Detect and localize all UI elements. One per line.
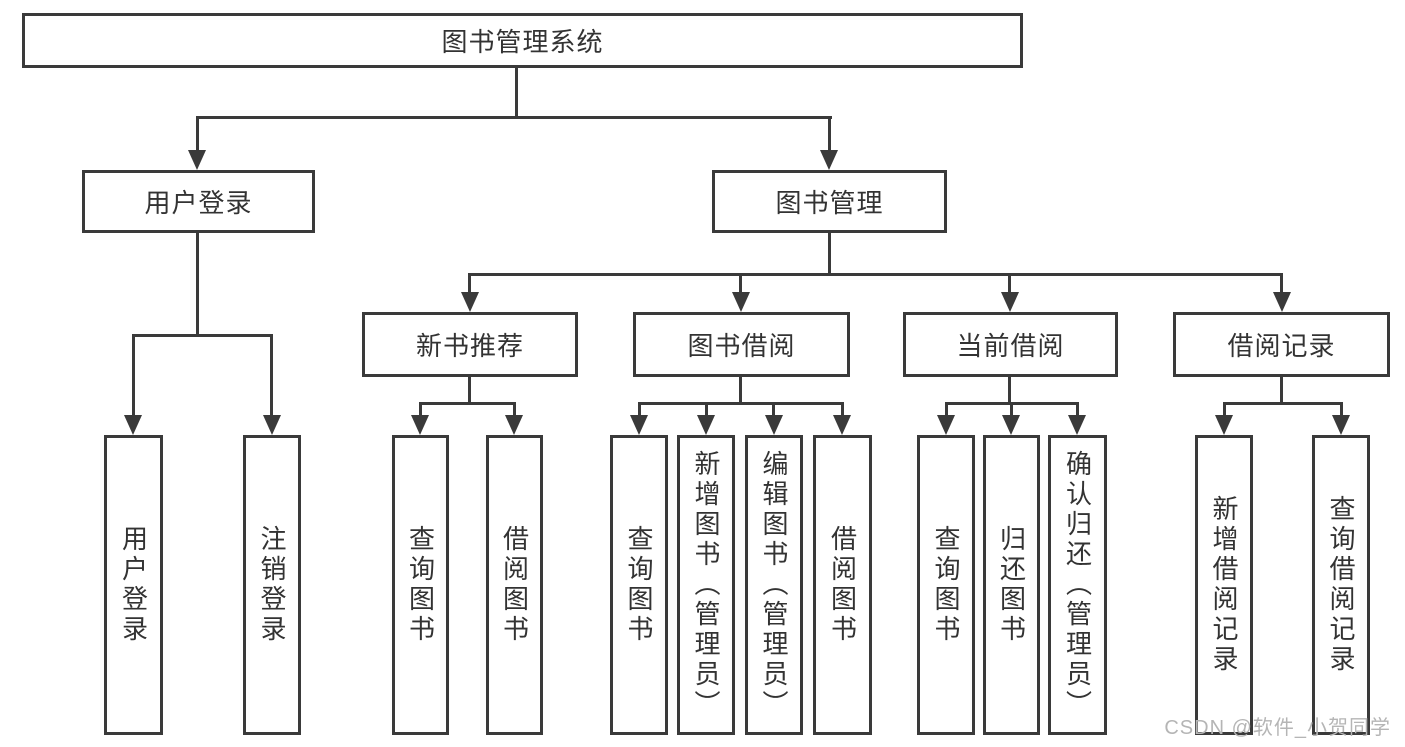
arrow-leaf-c4 bbox=[833, 415, 851, 435]
leaf-cb-confirm-return-admin: 确认归还（管理员） bbox=[1048, 435, 1107, 735]
connector-br-down bbox=[1280, 377, 1283, 404]
node-book-mgmt-label: 图书管理 bbox=[775, 188, 884, 218]
leaf-bb-borrow-books-label: 借阅图书 bbox=[827, 525, 858, 645]
node-book-mgmt: 图书管理 bbox=[712, 170, 947, 233]
arrow-leaf-c1 bbox=[630, 415, 648, 435]
connector-leaf-c1-stem bbox=[638, 402, 641, 417]
leaf-br-query-record-label: 查询借阅记录 bbox=[1326, 495, 1356, 675]
node-user-login-label: 用户登录 bbox=[144, 188, 253, 218]
arrow-leaf-d2 bbox=[1002, 415, 1020, 435]
leaf-br-add-record-label: 新增借阅记录 bbox=[1209, 495, 1239, 675]
leaf-bb-add-books-admin: 新增图书（管理员） bbox=[677, 435, 735, 735]
connector-nbr-branch bbox=[419, 402, 516, 405]
node-book-borrow-label: 图书借阅 bbox=[687, 331, 796, 361]
arrow-new-book-rec bbox=[461, 292, 479, 312]
connector-book-mgmt-stem bbox=[828, 116, 831, 152]
connector-leaf-a2-stem bbox=[270, 334, 273, 417]
node-new-book-rec: 新书推荐 bbox=[362, 312, 578, 377]
connector-leaf-e1-stem bbox=[1223, 402, 1226, 417]
leaf-bb-add-books-admin-label: 新增图书（管理员） bbox=[691, 450, 721, 720]
arrow-book-borrow bbox=[732, 292, 750, 312]
connector-leaf-b2-stem bbox=[513, 402, 516, 417]
leaf-logout-label: 注销登录 bbox=[257, 525, 287, 645]
arrow-leaf-e1 bbox=[1215, 415, 1233, 435]
arrow-leaf-c2 bbox=[697, 415, 715, 435]
connector-user-login-down bbox=[196, 233, 199, 337]
connector-nbr-down bbox=[468, 377, 471, 404]
leaf-nbr-query-books: 查询图书 bbox=[392, 435, 449, 735]
connector-leaf-a1-stem bbox=[132, 334, 135, 417]
leaf-bb-borrow-books: 借阅图书 bbox=[813, 435, 872, 735]
connector-leaf-c2-stem bbox=[705, 402, 708, 417]
leaf-br-query-record: 查询借阅记录 bbox=[1312, 435, 1370, 735]
arrow-leaf-d1 bbox=[937, 415, 955, 435]
arrow-leaf-c3 bbox=[765, 415, 783, 435]
leaf-cb-confirm-return-admin-label: 确认归还（管理员） bbox=[1062, 450, 1093, 720]
leaf-bb-edit-books-admin: 编辑图书（管理员） bbox=[745, 435, 803, 735]
node-user-login: 用户登录 bbox=[82, 170, 315, 233]
leaf-bb-edit-books-admin-label: 编辑图书（管理员） bbox=[759, 450, 789, 720]
connector-book-borrow-stem bbox=[739, 273, 742, 294]
node-borrow-record-label: 借阅记录 bbox=[1227, 331, 1336, 361]
node-current-borrow: 当前借阅 bbox=[903, 312, 1118, 377]
leaf-cb-return-books: 归还图书 bbox=[983, 435, 1040, 735]
connector-current-borrow-stem bbox=[1008, 273, 1011, 294]
connector-leaf-d1-stem bbox=[945, 402, 948, 417]
leaf-bb-query-books: 查询图书 bbox=[610, 435, 668, 735]
node-book-borrow: 图书借阅 bbox=[633, 312, 850, 377]
arrow-leaf-e2 bbox=[1332, 415, 1350, 435]
arrow-current-borrow bbox=[1001, 292, 1019, 312]
leaf-cb-query-books-label: 查询图书 bbox=[931, 525, 961, 645]
node-root: 图书管理系统 bbox=[22, 13, 1023, 68]
node-current-borrow-label: 当前借阅 bbox=[956, 331, 1065, 361]
connector-user-login-stem bbox=[196, 116, 199, 152]
arrow-leaf-a2 bbox=[263, 415, 281, 435]
connector-leaf-c3-stem bbox=[772, 402, 775, 417]
leaf-user-login-label: 用户登录 bbox=[118, 525, 149, 645]
leaf-cb-return-books-label: 归还图书 bbox=[996, 525, 1027, 645]
arrow-user-login bbox=[188, 150, 206, 170]
connector-cb-down bbox=[1008, 377, 1011, 404]
arrow-leaf-b1 bbox=[411, 415, 429, 435]
connector-book-mgmt-branch bbox=[468, 273, 1283, 276]
connector-br-branch bbox=[1223, 402, 1343, 405]
connector-user-login-branch bbox=[132, 334, 273, 337]
connector-leaf-e2-stem bbox=[1340, 402, 1343, 417]
connector-borrow-record-stem bbox=[1280, 273, 1283, 294]
connector-bb-down bbox=[739, 377, 742, 404]
connector-leaf-b1-stem bbox=[419, 402, 422, 417]
leaf-nbr-borrow-books-label: 借阅图书 bbox=[499, 525, 530, 645]
leaf-user-login: 用户登录 bbox=[104, 435, 163, 735]
node-new-book-rec-label: 新书推荐 bbox=[415, 331, 524, 361]
arrow-borrow-record bbox=[1273, 292, 1291, 312]
arrow-leaf-d3 bbox=[1068, 415, 1086, 435]
arrow-leaf-a1 bbox=[124, 415, 142, 435]
connector-root-stem bbox=[515, 68, 518, 118]
connector-book-mgmt-down bbox=[828, 233, 831, 276]
node-borrow-record: 借阅记录 bbox=[1173, 312, 1390, 377]
node-root-label: 图书管理系统 bbox=[441, 27, 604, 57]
leaf-br-add-record: 新增借阅记录 bbox=[1195, 435, 1253, 735]
connector-new-book-rec-stem bbox=[468, 273, 471, 294]
connector-root-branch bbox=[196, 116, 832, 119]
connector-leaf-d3-stem bbox=[1076, 402, 1079, 417]
arrow-book-mgmt bbox=[820, 150, 838, 170]
csdn-watermark: CSDN @软件_小贺同学 bbox=[1164, 717, 1391, 739]
leaf-nbr-query-books-label: 查询图书 bbox=[405, 525, 436, 645]
connector-bb-branch bbox=[638, 402, 844, 405]
leaf-logout: 注销登录 bbox=[243, 435, 301, 735]
leaf-bb-query-books-label: 查询图书 bbox=[624, 525, 654, 645]
connector-leaf-d2-stem bbox=[1010, 402, 1013, 417]
leaf-nbr-borrow-books: 借阅图书 bbox=[486, 435, 543, 735]
connector-leaf-c4-stem bbox=[841, 402, 844, 417]
arrow-leaf-b2 bbox=[505, 415, 523, 435]
leaf-cb-query-books: 查询图书 bbox=[917, 435, 975, 735]
